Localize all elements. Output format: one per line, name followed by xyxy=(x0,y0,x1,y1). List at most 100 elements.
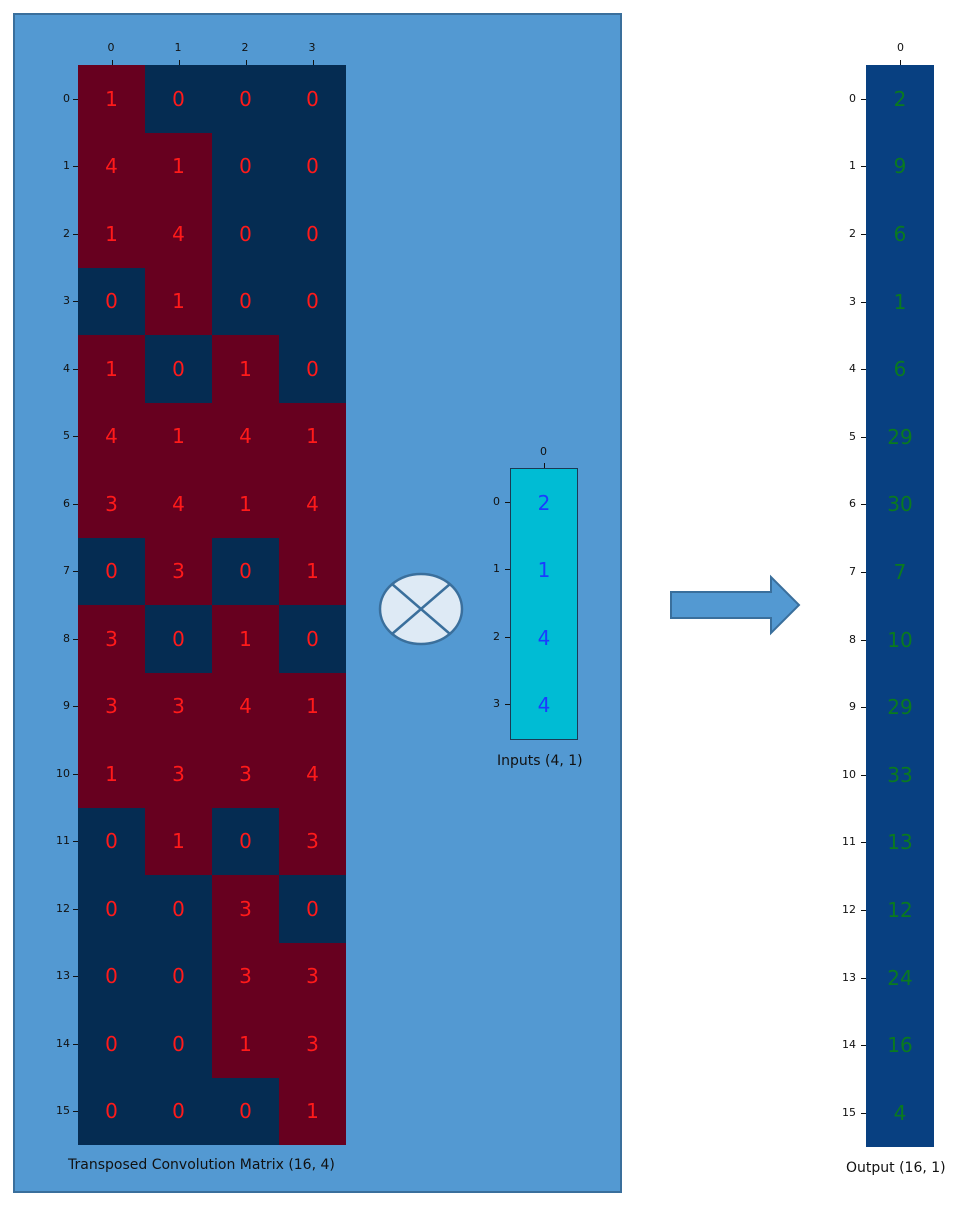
inputs-row-tick: 0 xyxy=(493,494,500,508)
output-cell: 30 xyxy=(866,470,934,539)
matrix-column-tick-mark xyxy=(178,60,180,65)
matrix-cell: 0 xyxy=(279,200,346,268)
output-cell: 1 xyxy=(866,267,934,336)
output-cell: 7 xyxy=(866,538,934,606)
matrix-row-tick-mark xyxy=(73,638,78,640)
matrix-cell: 3 xyxy=(145,740,212,808)
matrix-cell: 0 xyxy=(212,1077,279,1145)
output-row-tick: 8 xyxy=(849,632,856,646)
matrix-cell: 3 xyxy=(279,807,346,875)
inputs-row-tick: 2 xyxy=(493,629,500,643)
matrix-row-tick: 7 xyxy=(63,564,70,578)
output-row-tick-mark xyxy=(861,98,866,100)
matrix-cell: 3 xyxy=(212,875,279,943)
matrix-row-tick: 2 xyxy=(63,226,70,240)
matrix-cell: 3 xyxy=(145,537,212,605)
matrix-cell: 0 xyxy=(145,942,212,1010)
output-row-tick-mark xyxy=(861,639,866,641)
inputs-cell: 4 xyxy=(511,604,577,672)
matrix-column-tick-mark xyxy=(245,60,247,65)
matrix-cell: 1 xyxy=(78,740,145,808)
output-cell: 4 xyxy=(866,1078,934,1147)
matrix-cell: 0 xyxy=(78,267,145,335)
matrix-cell: 0 xyxy=(279,335,346,403)
output-column-tick-mark xyxy=(900,60,901,65)
matrix-row-tick-mark xyxy=(73,166,78,168)
output-cell: 9 xyxy=(866,132,934,201)
output-row-tick: 12 xyxy=(842,903,856,916)
matrix-row-tick: 14 xyxy=(56,1036,70,1050)
matrix-cell: 1 xyxy=(78,335,145,403)
output-cell: 33 xyxy=(866,740,934,809)
matrix-row-tick: 6 xyxy=(63,496,70,510)
output-row-tick-mark xyxy=(861,1045,866,1047)
output-row-tick: 7 xyxy=(849,565,856,578)
inputs-row-tick-mark xyxy=(505,569,510,571)
matrix-cell: 1 xyxy=(212,605,279,673)
matrix-cell: 0 xyxy=(145,605,212,673)
matrix-cell: 3 xyxy=(212,740,279,808)
matrix-cell: 0 xyxy=(145,335,212,403)
matrix-cell: 0 xyxy=(145,875,212,943)
inputs-row-tick-mark xyxy=(505,704,510,706)
output-cell: 6 xyxy=(866,200,934,268)
matrix-cell: 4 xyxy=(78,132,145,200)
matrix-cell: 1 xyxy=(145,132,212,200)
output-row-tick: 14 xyxy=(842,1038,856,1052)
matrix-cell: 0 xyxy=(279,65,346,133)
matrix-row-tick: 4 xyxy=(63,361,70,375)
matrix-column-tick: 3 xyxy=(308,41,316,54)
matrix-cell: 1 xyxy=(78,200,145,268)
output-cell: 12 xyxy=(866,876,934,944)
matrix-row-tick: 3 xyxy=(63,294,70,308)
matrix-row-tick: 8 xyxy=(63,631,70,645)
matrix-row-tick-mark xyxy=(73,1043,78,1045)
output-row-tick: 15 xyxy=(842,1105,856,1119)
output-row-tick: 11 xyxy=(842,835,856,849)
matrix-cell: 3 xyxy=(279,1010,346,1078)
matrix-cell: 0 xyxy=(78,537,145,605)
matrix-cell: 0 xyxy=(145,65,212,133)
output-row-tick-mark xyxy=(861,707,866,709)
matrix-cell: 4 xyxy=(279,740,346,808)
matrix-cell: 0 xyxy=(212,537,279,605)
output-row-tick-mark xyxy=(861,910,866,911)
output-row-tick: 4 xyxy=(849,362,856,376)
matrix-cell: 1 xyxy=(145,267,212,335)
inputs-row-tick-mark xyxy=(505,636,510,638)
output-cell: 29 xyxy=(866,673,934,741)
matrix-row-tick: 11 xyxy=(56,834,70,848)
inputs-cell: 1 xyxy=(511,536,577,604)
output-cell: 24 xyxy=(866,943,934,1012)
output-cell: 6 xyxy=(866,335,934,403)
matrix-cell: 0 xyxy=(212,200,279,268)
matrix-row-tick: 1 xyxy=(63,159,70,173)
matrix-cell: 1 xyxy=(279,1077,346,1145)
matrix-cell: 1 xyxy=(145,807,212,875)
multiply-circle-icon xyxy=(378,572,464,646)
inputs-caption: Inputs (4, 1) xyxy=(497,753,583,769)
matrix-cell: 0 xyxy=(78,1010,145,1078)
inputs-column-tick: 0 xyxy=(540,445,547,458)
matrix-column-tick: 0 xyxy=(107,41,115,54)
matrix-cell: 0 xyxy=(279,875,346,943)
matrix-column-tick: 2 xyxy=(241,41,249,54)
output-cell: 10 xyxy=(866,605,934,674)
output-row-tick-mark xyxy=(861,977,866,979)
matrix-cell: 0 xyxy=(145,1010,212,1078)
inputs-row-tick: 3 xyxy=(493,697,500,711)
output-row-tick: 0 xyxy=(849,91,856,105)
matrix-row-tick: 9 xyxy=(63,699,70,713)
output-caption: Output (16, 1) xyxy=(846,1160,946,1176)
matrix-cell: 3 xyxy=(78,470,145,538)
output-cell: 2 xyxy=(866,65,934,133)
matrix-cell: 0 xyxy=(78,1077,145,1145)
right-arrow-icon xyxy=(670,574,801,636)
matrix-cell: 4 xyxy=(279,470,346,538)
matrix-cell: 0 xyxy=(279,267,346,335)
output-row-tick: 5 xyxy=(849,429,856,443)
matrix-cell: 0 xyxy=(212,807,279,875)
matrix-cell: 0 xyxy=(78,875,145,943)
output-row-tick-mark xyxy=(861,369,866,371)
